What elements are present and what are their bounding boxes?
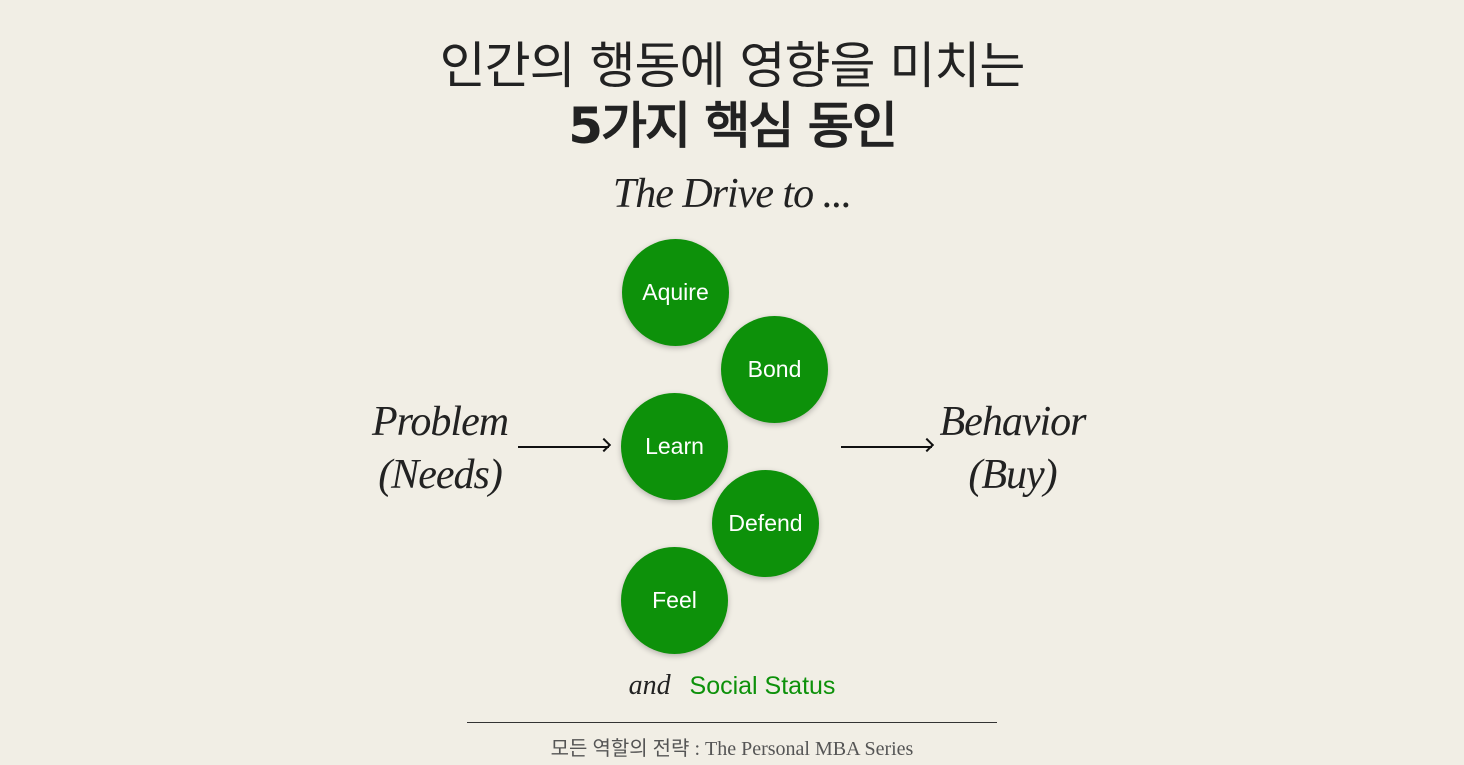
drive-circle-feel: Feel [621,547,728,654]
drive-circle-learn: Learn [621,393,728,500]
drive-subtitle: The Drive to ... [612,171,852,217]
problem-text: Problem [371,399,509,445]
social-status-text: Social Status [689,672,836,700]
drive-label: Feel [652,587,697,613]
title-line-2: 5가지 핵심 동인 [568,97,898,155]
behavior-text: Behavior [939,399,1087,445]
problem-label: Problem (Needs) [360,396,520,502]
footer-source: 모든 역할의 전략 : The Personal MBA Series [550,738,914,760]
and-text: and [628,670,671,701]
social-status-line: and Social Status [0,670,1464,702]
drive-circle-bond: Bond [721,316,828,423]
arrow-right-icon [841,446,932,448]
needs-text: (Needs) [378,452,503,498]
footer-divider [467,722,997,723]
behavior-label: Behavior (Buy) [930,396,1095,502]
title-line-1: 인간의 행동에 영향을 미치는 [439,37,1026,95]
arrow-right-icon [518,446,609,448]
drive-label: Defend [728,510,803,536]
drive-label: Aquire [642,279,709,305]
drive-circle-defend: Defend [712,470,819,577]
drive-label: Bond [747,356,802,382]
drive-circle-aquire: Aquire [622,239,729,346]
drive-label: Learn [645,433,704,459]
buy-text: (Buy) [968,452,1057,498]
